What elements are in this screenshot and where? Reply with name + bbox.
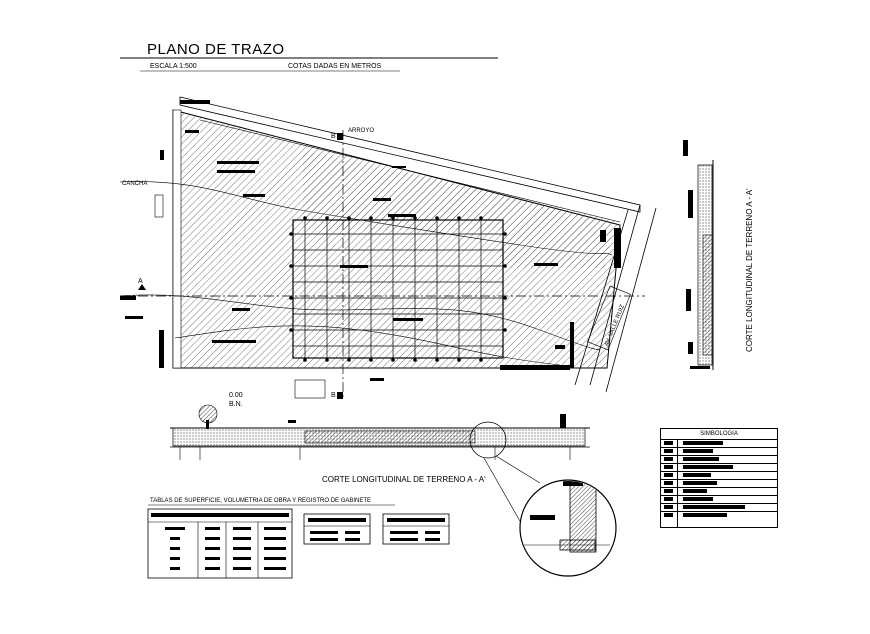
grid-markers: [289, 216, 507, 362]
building-footprint: [303, 150, 615, 268]
grid-lines: [293, 220, 503, 358]
section-mark-a: A: [138, 278, 143, 285]
contour-lines: [119, 181, 613, 366]
cancha-label: CANCHA: [122, 181, 148, 187]
left-strip: [172, 109, 182, 369]
section-arrow-a: [138, 284, 146, 290]
vertical-section: [683, 140, 714, 370]
tables-caption: TABLAS DE SUPERFICIE, VOLUMETRIA DE OBRA…: [150, 498, 372, 504]
legend-table: SIMBOLOGIA: [660, 428, 778, 528]
section-mark-b-top: B: [331, 133, 336, 140]
plan-annotations: [120, 100, 621, 381]
detail-callout-small: [469, 421, 507, 459]
detail-circle: [519, 479, 617, 577]
benchmark-label: B.N.: [229, 401, 243, 408]
units-note: COTAS DADAS EN METROS: [288, 63, 382, 70]
site-plan: [119, 96, 657, 400]
vertical-section-title: CORTE LONGITUDINAL DE TERRENO A - A': [745, 188, 754, 352]
scale-label: ESCALA 1:500: [150, 63, 197, 70]
road-label-box: [587, 285, 631, 351]
arroyo-label: ARROYO: [348, 128, 375, 134]
section-mark-b-bottom: B: [331, 392, 336, 399]
tree-icon: [198, 404, 218, 429]
structure-grid: [292, 219, 504, 359]
horizontal-section: [170, 404, 590, 531]
horizontal-section-title: CORTE LONGITUDINAL DE TERRENO A - A': [322, 475, 486, 484]
drawing-title: PLANO DE TRAZO: [147, 41, 285, 58]
legend-title: SIMBOLOGIA: [661, 429, 777, 440]
benchmark-value: 0.00: [229, 392, 243, 399]
data-tables: [147, 504, 450, 579]
